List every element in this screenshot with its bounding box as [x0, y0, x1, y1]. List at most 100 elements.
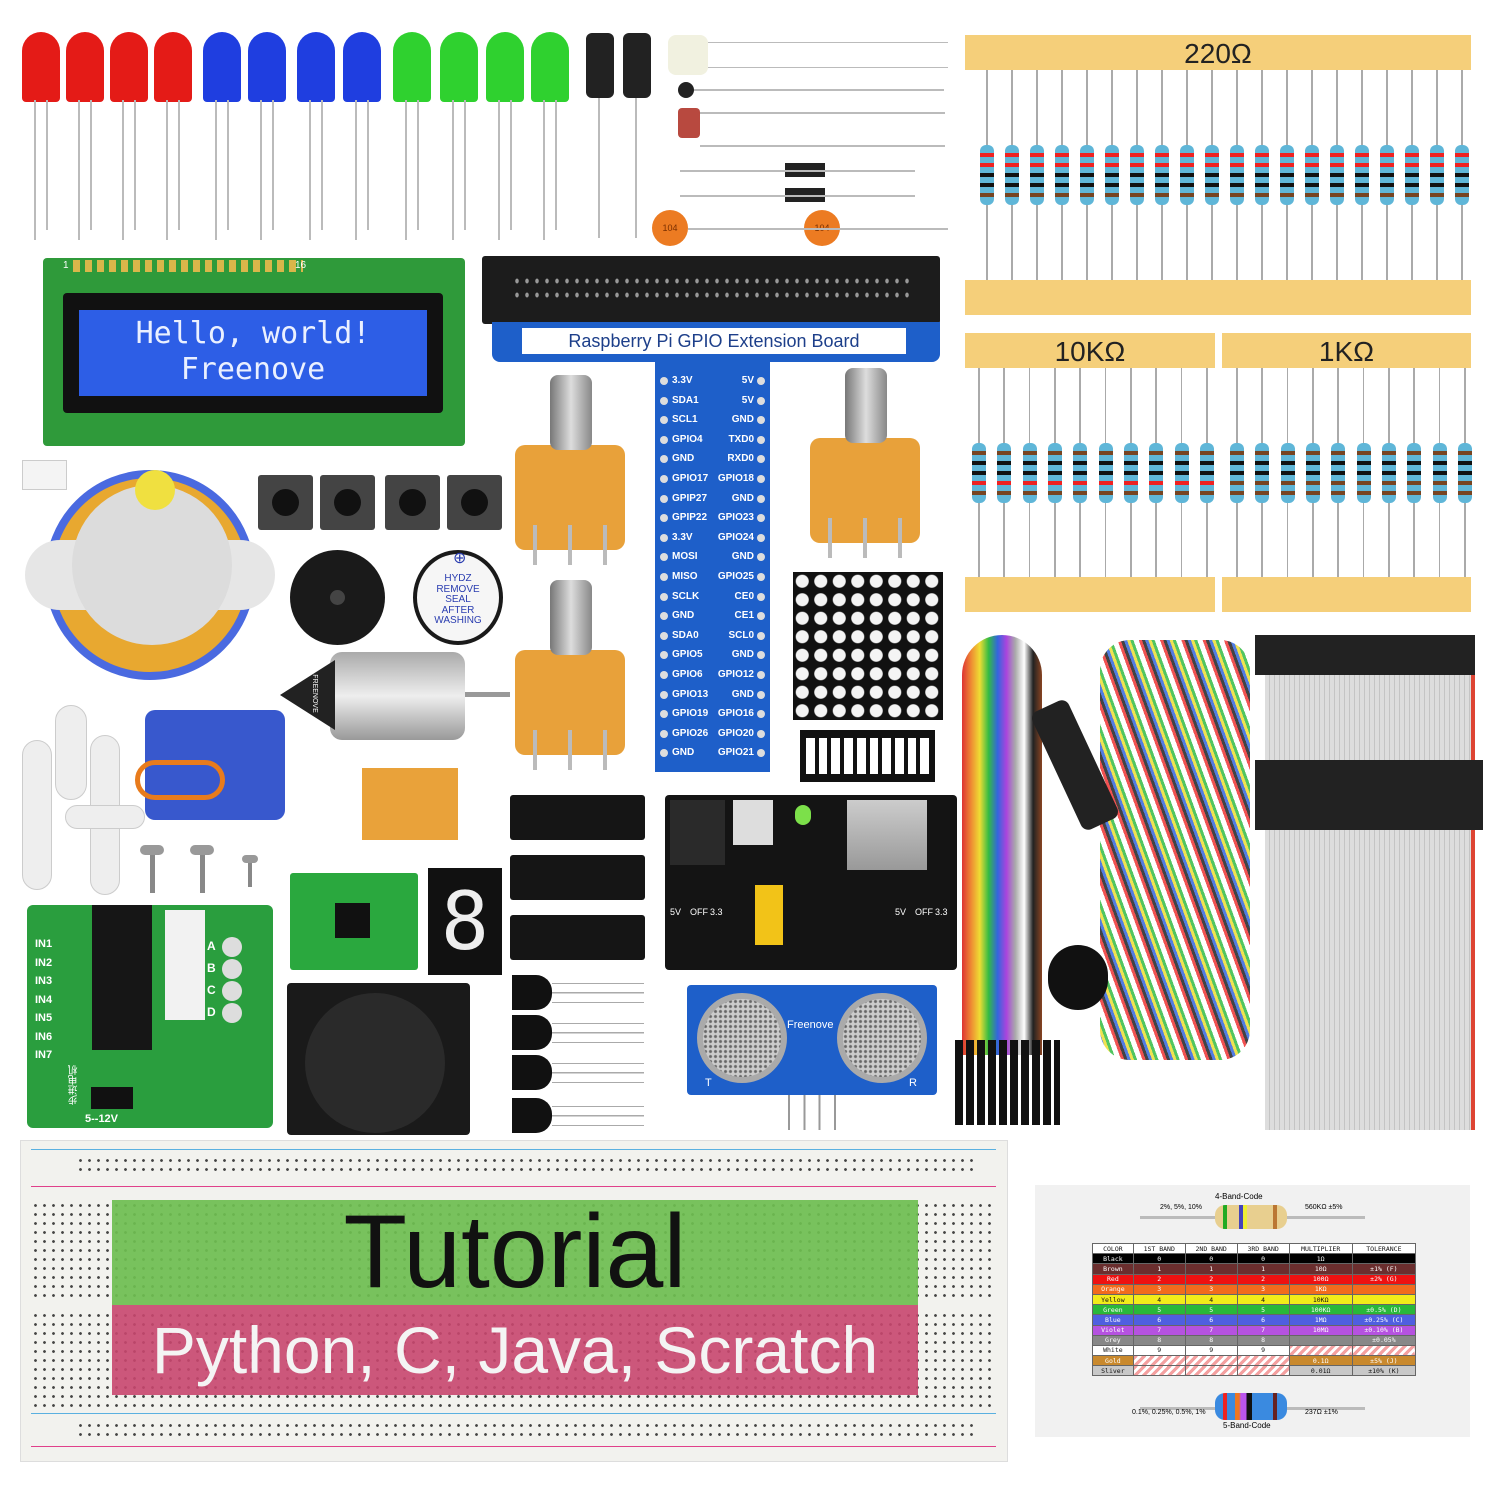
resistor-1k	[1255, 442, 1270, 503]
table-cell: 1	[1236, 1263, 1290, 1275]
languages-banner: Python, C, Java, Scratch	[112, 1305, 918, 1395]
sticker-text: WASHING	[434, 615, 482, 626]
driver-led	[221, 980, 242, 1001]
push-button[interactable]	[320, 475, 375, 530]
gpio-pin-label: GPIO24	[717, 531, 754, 543]
potentiometer-knob[interactable]	[550, 375, 592, 450]
screw	[242, 855, 258, 863]
table-cell: ±0.05%	[1351, 1334, 1417, 1346]
table-cell: ±1% (F)	[1351, 1263, 1417, 1275]
gpio-pin	[660, 475, 668, 483]
tutorial-banner: Tutorial	[112, 1200, 918, 1305]
resistor-220	[1305, 145, 1319, 205]
led	[531, 32, 569, 102]
lcd1602-module: 1 16 Hello, world! Freenove	[43, 258, 465, 446]
resistor-220	[1030, 145, 1044, 205]
push-button[interactable]	[258, 475, 313, 530]
gpio-pin	[660, 729, 668, 738]
gpio-board-title: Raspberry Pi GPIO Extension Board	[522, 328, 906, 354]
gpio-pin-label: GPIO12	[717, 669, 754, 680]
ceramic-capacitor: 104	[652, 210, 688, 246]
ribbon-connector	[1255, 635, 1475, 675]
transistor	[512, 1098, 552, 1133]
potentiometer-knob[interactable]	[550, 580, 592, 655]
sticker-text: AFTER	[441, 604, 475, 616]
table-cell: White	[1092, 1344, 1134, 1357]
gpio-pin-label: GPIO21	[717, 747, 754, 759]
lcd-line-1: Hello, world!	[135, 316, 371, 351]
table-cell: 10Ω	[1288, 1263, 1353, 1275]
led	[66, 32, 104, 102]
resistor-10k	[972, 442, 986, 503]
driver-input-label: IN3	[35, 975, 53, 987]
gpio-pin-label: GPIP22	[672, 512, 708, 524]
led	[154, 32, 192, 102]
table-cell	[1351, 1293, 1417, 1306]
resistor-220	[1455, 145, 1469, 205]
gpio-pin-label: GPIO19	[672, 708, 709, 720]
gpio-pin	[660, 749, 668, 758]
potentiometer-knob[interactable]	[845, 368, 887, 443]
table-cell: 3	[1236, 1283, 1290, 1295]
gpio-pin	[660, 631, 668, 640]
servo-horn	[22, 740, 52, 890]
gpio-pin-label: GPIO16	[717, 708, 754, 720]
gpio-pin	[757, 573, 765, 581]
gpio-pin-label: GPIO4	[672, 433, 703, 445]
joystick-module	[287, 983, 470, 1135]
passive-buzzer	[290, 550, 385, 645]
gpio-pin	[757, 553, 765, 562]
resistor-220	[1130, 145, 1144, 205]
resistor-10k	[1022, 442, 1037, 503]
gpio-pin-label: SDA0	[672, 629, 699, 641]
table-header-cell: MULTIPLIER	[1288, 1242, 1353, 1255]
resistor-1k	[1230, 442, 1244, 503]
rgb-led	[668, 35, 708, 75]
table-cell: ±2% (G)	[1351, 1273, 1417, 1285]
table-cell: Orange	[1092, 1283, 1134, 1295]
driver-input-label: IN6	[35, 1030, 53, 1043]
resistor-220	[1355, 145, 1369, 205]
driver-led	[221, 1002, 242, 1023]
resistor-tape-1k	[1222, 333, 1471, 368]
push-button[interactable]	[447, 475, 502, 530]
table-cell: 2	[1184, 1273, 1238, 1285]
table-cell: 1MΩ	[1288, 1314, 1353, 1326]
gpio-pin-label: TXD0	[728, 433, 754, 445]
resistor-220	[1430, 145, 1444, 205]
table-cell: 6	[1236, 1314, 1290, 1326]
gpio-pin-label: GPIO17	[672, 473, 709, 484]
gpio-pin	[660, 651, 668, 660]
gpio-pin-label: GND	[672, 610, 695, 622]
led	[22, 32, 60, 102]
table-cell: Violet	[1092, 1324, 1134, 1336]
plus-icon: ⊕	[453, 550, 467, 567]
table-cell: 1	[1132, 1263, 1186, 1275]
driver-input-label: IN7	[35, 1049, 53, 1061]
gpio-pin-label: 5V	[741, 394, 754, 406]
led	[440, 32, 478, 102]
gpio-pin-label: GND	[731, 649, 754, 661]
push-button[interactable]	[385, 475, 440, 530]
lcd-line-2: Freenove	[180, 352, 326, 387]
resistor-10k	[1048, 442, 1062, 503]
resistor-10k	[997, 442, 1012, 503]
driver-input-label: IN4	[35, 993, 53, 1006]
power-switch[interactable]	[733, 800, 773, 845]
resistor-tape-220	[965, 35, 1471, 70]
gpio-pin	[757, 475, 765, 483]
transistor	[512, 1015, 552, 1050]
four-band-resistor	[1215, 1205, 1287, 1229]
table-cell: ±0.25% (C)	[1351, 1314, 1417, 1326]
led	[203, 32, 241, 102]
table-cell	[1184, 1365, 1238, 1377]
resistor-1k	[1458, 442, 1472, 503]
table-cell: 8	[1236, 1334, 1290, 1346]
gpio-pin-label: GPIO26	[672, 727, 709, 739]
gpio-pin-label: GND	[731, 492, 754, 504]
